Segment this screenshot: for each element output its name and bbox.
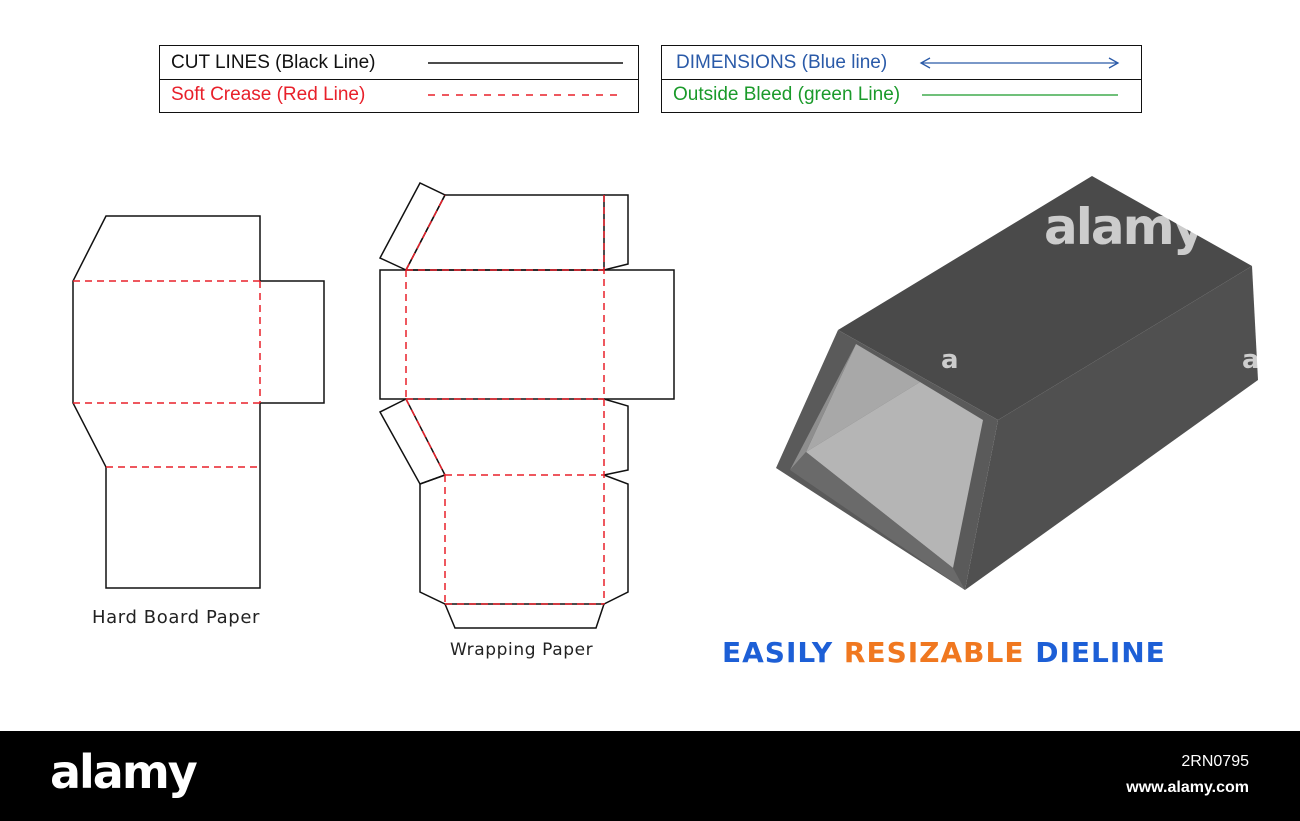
footer-url[interactable]: www.alamy.com bbox=[1126, 779, 1249, 796]
footer-image-id: 2RN0795 bbox=[1181, 753, 1249, 770]
hard-board-dieline bbox=[72, 215, 325, 589]
legend-row-cut: CUT LINES (Black Line) bbox=[160, 47, 638, 80]
box-inner-wall bbox=[790, 452, 965, 590]
legend-bleed-label: Outside Bleed (green Line) bbox=[673, 84, 901, 105]
crease-line-sample bbox=[428, 94, 623, 96]
legend-cut-label: CUT LINES (Black Line) bbox=[171, 52, 376, 73]
headline-part-2: RESIZABLE bbox=[843, 636, 1025, 669]
watermark-letter-right: a bbox=[1242, 345, 1260, 375]
footer-logo: alamy bbox=[50, 745, 198, 799]
box-inner-back bbox=[806, 344, 920, 452]
dimension-arrow-sample bbox=[919, 57, 1120, 69]
dieline-drawings bbox=[72, 176, 1258, 629]
watermark-letter-left: a bbox=[941, 345, 959, 375]
legend-row-crease: Soft Crease (Red Line) bbox=[160, 79, 638, 111]
hard-board-caption: Hard Board Paper bbox=[92, 607, 260, 628]
box-inner-side bbox=[790, 344, 856, 470]
box-3d-render bbox=[776, 176, 1258, 590]
hard-board-cut-outline bbox=[72, 215, 325, 589]
legend-row-bleed: Outside Bleed (green Line) bbox=[662, 79, 1141, 111]
legend-row-dimension: DIMENSIONS (Blue line) bbox=[662, 47, 1141, 80]
headline-part-3: DIELINE bbox=[1035, 636, 1166, 669]
legend-cut-crease: CUT LINES (Black Line) Soft Crease (Red … bbox=[159, 45, 639, 113]
wrapping-cut-outline bbox=[378, 182, 675, 629]
box-top-face bbox=[838, 176, 1252, 420]
cut-line-sample bbox=[428, 62, 623, 64]
headline-part-1: EASILY bbox=[722, 636, 834, 669]
watermark-logo: alamy bbox=[1044, 198, 1205, 256]
box-inner-floor bbox=[806, 382, 983, 568]
wrapping-dieline bbox=[378, 182, 675, 629]
legend-dimension-bleed: DIMENSIONS (Blue line) Outside Bleed (gr… bbox=[661, 45, 1142, 113]
bleed-line-sample bbox=[922, 94, 1118, 96]
legend-dimension-label: DIMENSIONS (Blue line) bbox=[676, 52, 888, 73]
hard-board-crease-lines bbox=[73, 280, 261, 468]
footer-bar: alamy 2RN0795 www.alamy.com bbox=[0, 731, 1300, 821]
wrapping-crease-lines bbox=[405, 194, 605, 605]
legend-crease-label: Soft Crease (Red Line) bbox=[171, 84, 366, 105]
box-right-face bbox=[965, 266, 1258, 590]
wrapping-caption: Wrapping Paper bbox=[450, 640, 594, 660]
headline: EASILY RESIZABLE DIELINE bbox=[722, 636, 1166, 669]
